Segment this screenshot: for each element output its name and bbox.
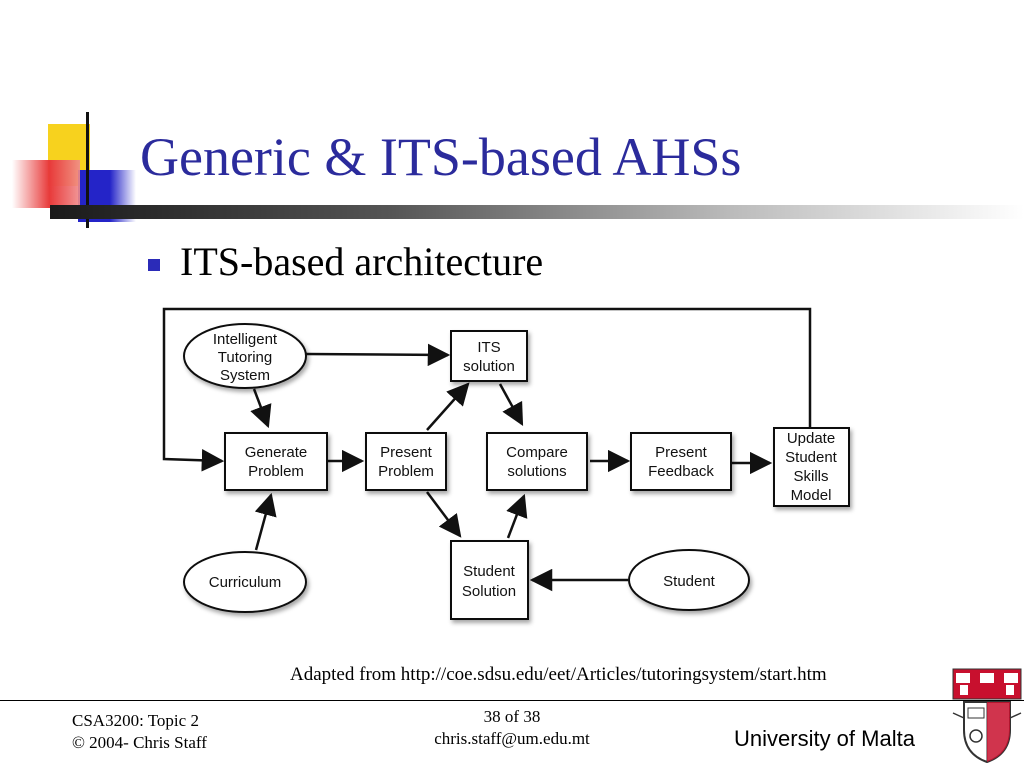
node-label: Compare bbox=[506, 444, 568, 461]
diagram-connectors bbox=[162, 307, 812, 592]
node-label: Model bbox=[791, 487, 832, 504]
footer-divider bbox=[0, 700, 1024, 701]
node-label: Problem bbox=[378, 463, 434, 480]
edge-present-to-student-solution bbox=[426, 491, 462, 538]
source-caption: Adapted from http://coe.sdsu.edu/eet/Art… bbox=[290, 664, 827, 685]
bullet-marker bbox=[148, 259, 160, 271]
edge-curriculum-to-generate bbox=[254, 492, 277, 551]
node-label: Feedback bbox=[648, 463, 714, 480]
edge-student-solution-to-compare bbox=[506, 493, 528, 539]
node-label: Tutoring bbox=[218, 349, 272, 366]
footer-course: CSA3200: Topic 2 bbox=[72, 711, 199, 730]
footer-email: chris.staff@um.edu.mt bbox=[434, 729, 590, 748]
slide-title: Generic & ITS-based AHSs bbox=[140, 127, 742, 187]
node-intelligent-tutoring-system: Intelligent Tutoring System bbox=[183, 323, 307, 389]
edge-present-to-its-solution bbox=[426, 382, 470, 431]
footer-center: 38 of 38 chris.staff@um.edu.mt bbox=[412, 706, 612, 750]
edge-loop bbox=[162, 307, 812, 472]
node-curriculum: Curriculum bbox=[183, 551, 307, 613]
footer-page-number: 38 of 38 bbox=[483, 707, 541, 726]
node-label: Student bbox=[463, 563, 516, 580]
node-label: ITS bbox=[477, 339, 500, 356]
edge-its-solution-to-compare bbox=[498, 383, 524, 426]
node-present-feedback: Present Feedback bbox=[630, 432, 732, 491]
node-label: Skills bbox=[793, 468, 828, 485]
node-student: Student bbox=[628, 549, 750, 611]
node-update-student-skills-model: Update Student Skills Model bbox=[773, 427, 850, 507]
node-label: System bbox=[220, 367, 270, 384]
node-label: Student bbox=[663, 573, 716, 590]
node-label: Present bbox=[655, 444, 708, 461]
node-student-solution: Student Solution bbox=[450, 540, 529, 620]
node-label: Problem bbox=[248, 463, 304, 480]
node-compare-solutions: Compare solutions bbox=[486, 432, 588, 491]
edge-its-to-generate bbox=[250, 388, 272, 429]
node-label: Present bbox=[380, 444, 433, 461]
node-label: Generate bbox=[245, 444, 308, 461]
footer-left: CSA3200: Topic 2 © 2004- Chris Staff bbox=[72, 710, 207, 754]
node-label: Student bbox=[785, 449, 838, 466]
deco-red-square bbox=[12, 160, 80, 208]
bullet-text: ITS-based architecture bbox=[180, 239, 544, 284]
node-label: Solution bbox=[462, 583, 516, 600]
footer-copyright: © 2004- Chris Staff bbox=[72, 733, 207, 752]
node-label: Intelligent bbox=[213, 331, 278, 348]
node-generate-problem: Generate Problem bbox=[224, 432, 328, 491]
node-label: solution bbox=[463, 358, 515, 375]
architecture-diagram: Intelligent Tutoring System Generate Pro… bbox=[162, 307, 850, 620]
university-crest-logo bbox=[952, 668, 1022, 764]
node-label: Update bbox=[787, 430, 835, 447]
node-label: Curriculum bbox=[209, 574, 282, 591]
edge-its-to-its-solution bbox=[305, 343, 451, 367]
footer-organization: University of Malta bbox=[734, 726, 915, 751]
title-underline bbox=[50, 205, 1024, 219]
node-label: solutions bbox=[507, 463, 566, 480]
deco-vertical-line bbox=[86, 112, 89, 228]
node-its-solution: ITS solution bbox=[450, 330, 528, 382]
node-present-problem: Present Problem bbox=[365, 432, 447, 491]
